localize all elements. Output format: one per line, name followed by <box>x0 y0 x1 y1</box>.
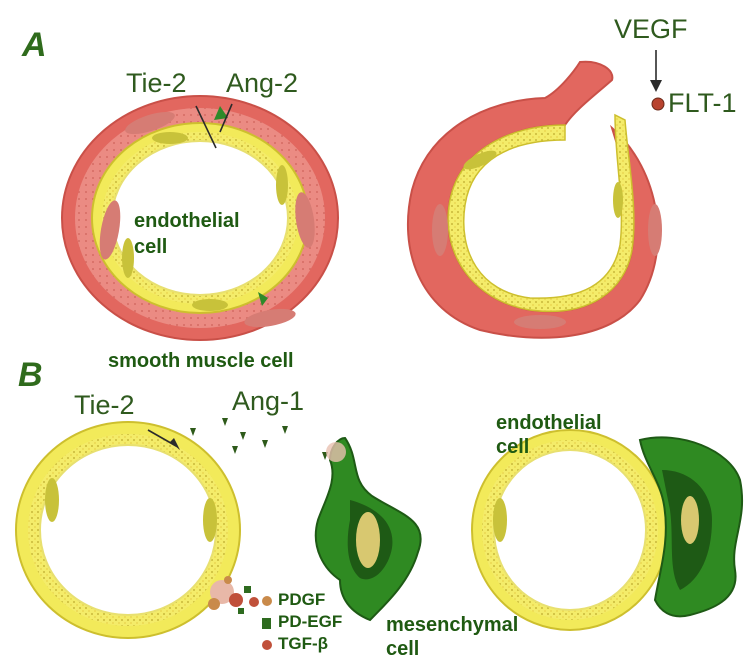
tgf-beta-icon <box>262 640 272 650</box>
tgf-beta-label: TGF-β <box>278 634 328 654</box>
vessel-b-left <box>16 422 240 638</box>
cell-label-a: cell <box>134 236 167 259</box>
pdgf-icon <box>262 596 272 606</box>
mesenchymal-cell-label: cell <box>386 638 419 661</box>
mesenchymal-label: mesenchymal <box>386 614 518 637</box>
panel-b-label: B <box>18 356 43 395</box>
pd-egf-label: PD-EGF <box>278 612 342 632</box>
endothelial-label-a: endothelial <box>134 210 240 233</box>
cell-label-b: cell <box>496 436 529 459</box>
tie2-label-b: Tie-2 <box>74 390 135 421</box>
tie2-label-a: Tie-2 <box>126 68 187 99</box>
ang1-label: Ang-1 <box>232 386 304 417</box>
flt1-marker <box>652 98 664 110</box>
ang1-droplets <box>190 418 328 460</box>
smooth-muscle-label: smooth muscle cell <box>108 350 294 373</box>
pd-egf-icon <box>262 618 271 629</box>
mesenchymal-cell <box>316 438 421 620</box>
panel-a-label: A <box>22 26 47 65</box>
vessel-a-right <box>408 62 664 338</box>
endothelial-label-b: endothelial <box>496 412 602 435</box>
flt1-label: FLT-1 <box>668 88 737 119</box>
vegf-label: VEGF <box>614 14 688 45</box>
ang2-label: Ang-2 <box>226 68 298 99</box>
vessel-b-right <box>472 430 742 630</box>
pdgf-label: PDGF <box>278 590 325 610</box>
